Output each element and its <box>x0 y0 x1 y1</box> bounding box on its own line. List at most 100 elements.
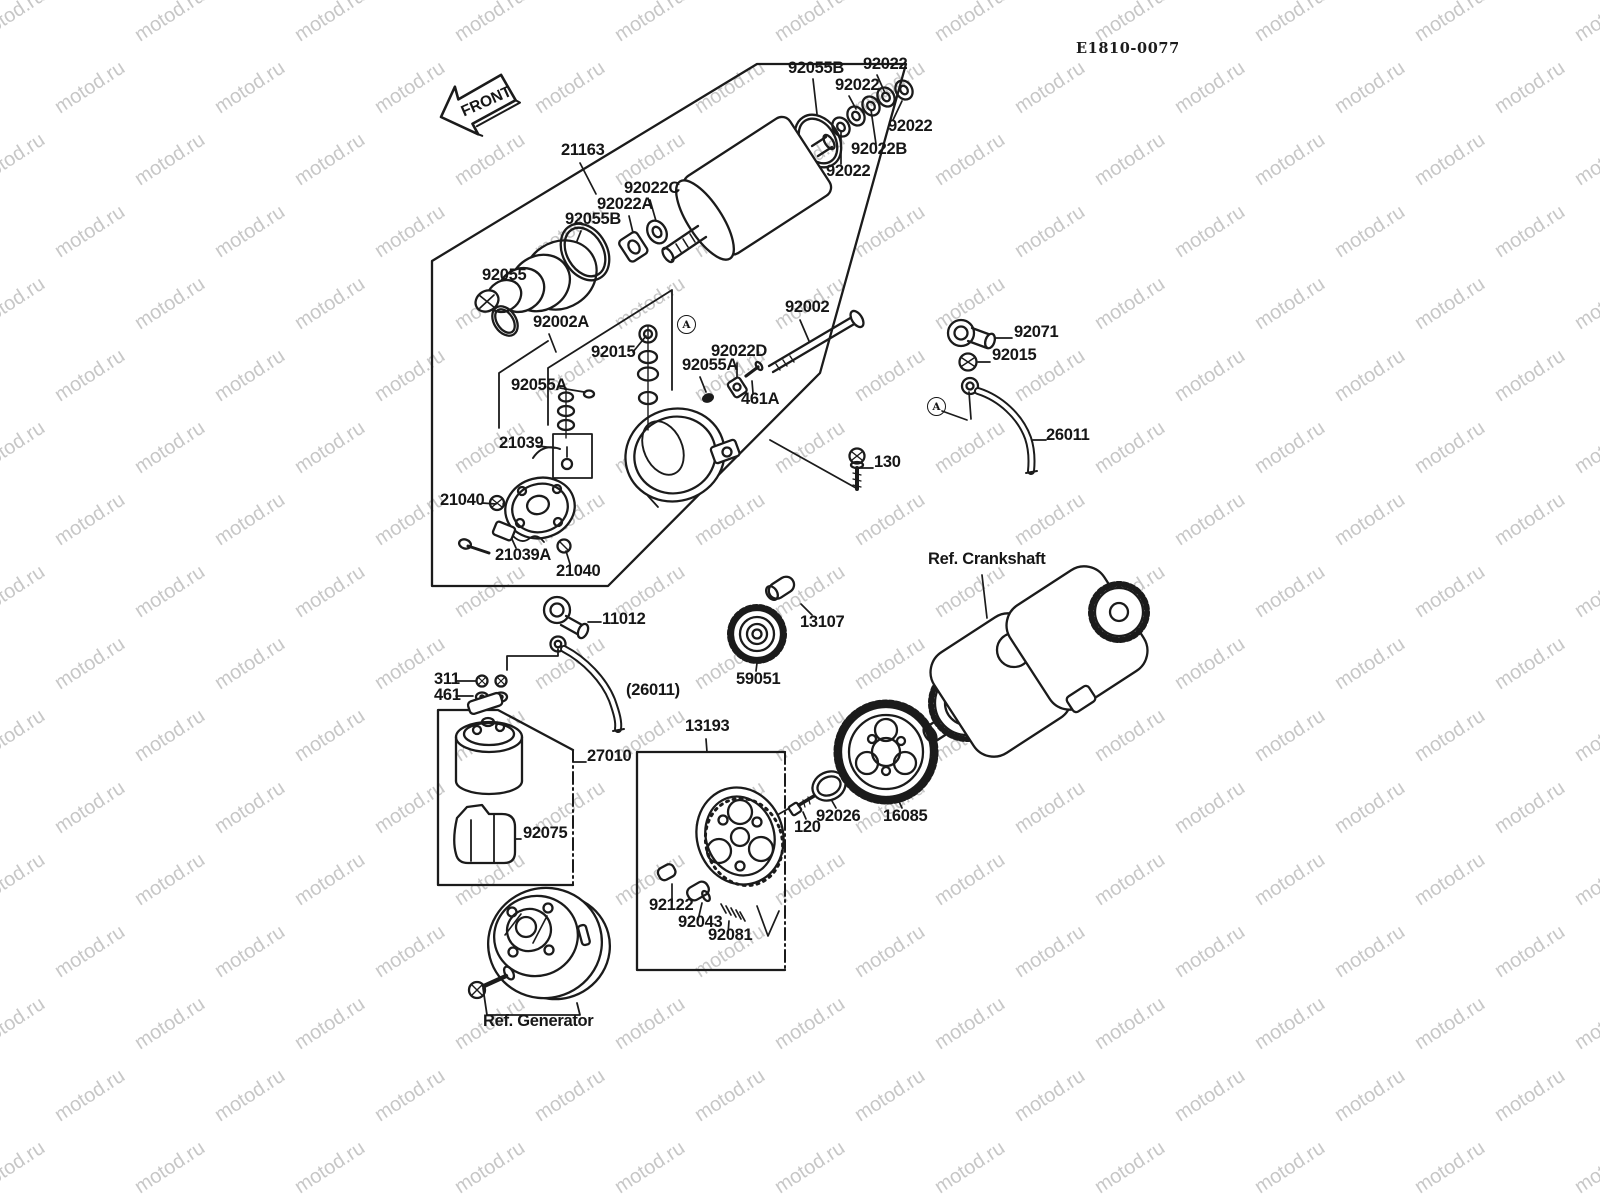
part-label-130: 130 <box>874 453 901 471</box>
watermark-text: motod.ru <box>1091 1137 1169 1198</box>
watermark-text: motod.ru <box>1251 0 1329 46</box>
watermark-text: motod.ru <box>1171 201 1249 262</box>
watermark-text: motod.ru <box>131 417 209 478</box>
relay-damper <box>453 803 517 865</box>
watermark-text: motod.ru <box>1171 489 1249 550</box>
part-label-13107: 13107 <box>800 613 845 631</box>
watermark-text: motod.ru <box>1571 417 1600 478</box>
watermark-text: motod.ru <box>211 921 289 982</box>
part-label-92071: 92071 <box>1014 323 1059 341</box>
watermark-text: motod.ru <box>1011 921 1089 982</box>
watermark-text: motod.ru <box>931 0 1009 46</box>
watermark-text: motod.ru <box>1011 777 1089 838</box>
watermark-text: motod.ru <box>131 561 209 622</box>
part-label-92015-left: 92015 <box>591 343 636 361</box>
watermark-text: motod.ru <box>51 777 129 838</box>
watermark-text: motod.ru <box>371 201 449 262</box>
bolt-130 <box>848 447 866 491</box>
starter-relay <box>454 691 524 796</box>
watermark-text: motod.ru <box>1251 849 1329 910</box>
watermark-text: motod.ru <box>1331 489 1409 550</box>
watermark-text: motod.ru <box>1171 921 1249 982</box>
watermark-text: motod.ru <box>1491 57 1569 118</box>
washer-92022-set <box>831 79 914 138</box>
watermark-text: motod.ru <box>931 1137 1009 1198</box>
brush-holder-parts <box>457 387 596 555</box>
watermark-text: motod.ru <box>291 273 369 334</box>
lower-terminal-cable <box>542 595 625 733</box>
watermark-text: motod.ru <box>611 1137 689 1198</box>
watermark-text: motod.ru <box>0 0 49 46</box>
watermark-text: motod.ru <box>851 921 929 982</box>
part-label-92043: 92043 <box>678 913 723 931</box>
watermark-text: motod.ru <box>131 849 209 910</box>
part-label-92055A-left: 92055A <box>511 376 567 394</box>
part-label-92055A-right: 92055A <box>682 356 738 374</box>
watermark-text: motod.ru <box>851 345 929 406</box>
part-label-461A: 461A <box>741 390 780 408</box>
watermark-text: motod.ru <box>1411 849 1489 910</box>
part-label-26011-paren: (26011) <box>626 681 680 699</box>
part-label-92026: 92026 <box>816 807 861 825</box>
starter-reduction-gear <box>727 575 796 664</box>
watermark-text: motod.ru <box>851 1065 929 1126</box>
part-label-92022-3: 92022 <box>888 117 933 135</box>
watermark-text: motod.ru <box>0 129 49 190</box>
watermark-text: motod.ru <box>131 0 209 46</box>
watermark-text: motod.ru <box>131 993 209 1054</box>
part-label-16085: 16085 <box>883 807 928 825</box>
watermark-text: motod.ru <box>1091 273 1169 334</box>
small-hardware-middle <box>702 360 764 403</box>
watermark-text: motod.ru <box>1331 201 1409 262</box>
part-label-92022-1: 92022 <box>863 55 908 73</box>
part-label-21039A: 21039A <box>495 546 551 564</box>
assembly-outline-boxes <box>430 62 908 1016</box>
watermark-text: motod.ru <box>1491 777 1569 838</box>
watermark-text: motod.ru <box>1571 849 1600 910</box>
watermark-text: motod.ru <box>1411 1137 1489 1198</box>
watermark-text: motod.ru <box>1091 705 1169 766</box>
watermark-text: motod.ru <box>1171 345 1249 406</box>
watermark-text: motod.ru <box>1411 993 1489 1054</box>
part-label-92081: 92081 <box>708 926 753 944</box>
watermark-text: motod.ru <box>131 273 209 334</box>
part-label-92022D: 92022D <box>711 342 767 360</box>
watermark-text: motod.ru <box>1251 993 1329 1054</box>
watermark-text: motod.ru <box>1091 417 1169 478</box>
idler-hardware <box>787 770 847 817</box>
part-label-92022A: 92022A <box>597 195 653 213</box>
watermark-text: motod.ru <box>211 633 289 694</box>
part-label-311: 311 <box>434 670 460 688</box>
part-label-92022-2: 92022 <box>835 76 880 94</box>
watermark-text: motod.ru <box>1251 705 1329 766</box>
watermark-text: motod.ru <box>531 633 609 694</box>
watermark-text: motod.ru <box>1331 345 1409 406</box>
part-label-92002: 92002 <box>785 298 830 316</box>
watermark-text: motod.ru <box>1411 417 1489 478</box>
part-label-120: 120 <box>794 818 821 836</box>
watermark-text: motod.ru <box>1491 921 1569 982</box>
part-label-92075: 92075 <box>523 824 568 842</box>
watermark-text: motod.ru <box>691 57 769 118</box>
watermark-text: motod.ru <box>771 993 849 1054</box>
watermark-text: motod.ru <box>371 921 449 982</box>
watermark-text: motod.ru <box>1411 0 1489 46</box>
watermark-text: motod.ru <box>0 561 49 622</box>
watermark-text: motod.ru <box>291 993 369 1054</box>
watermark-text: motod.ru <box>931 561 1009 622</box>
watermark-text: motod.ru <box>211 489 289 550</box>
ref-label-crankshaft: Ref. Crankshaft <box>928 550 1046 568</box>
part-label-11012: 11012 <box>602 610 646 628</box>
generator-rotor <box>467 886 612 1001</box>
watermark-text: motod.ru <box>211 1065 289 1126</box>
watermark-text: motod.ru <box>371 1065 449 1126</box>
part-label-92022B: 92022B <box>851 140 907 158</box>
part-label-21039: 21039 <box>499 434 544 452</box>
watermark-text: motod.ru <box>0 273 49 334</box>
watermark-text: motod.ru <box>851 201 929 262</box>
watermark-text: motod.ru <box>291 705 369 766</box>
part-label-59051: 59051 <box>736 670 781 688</box>
watermark-text: motod.ru <box>851 489 929 550</box>
